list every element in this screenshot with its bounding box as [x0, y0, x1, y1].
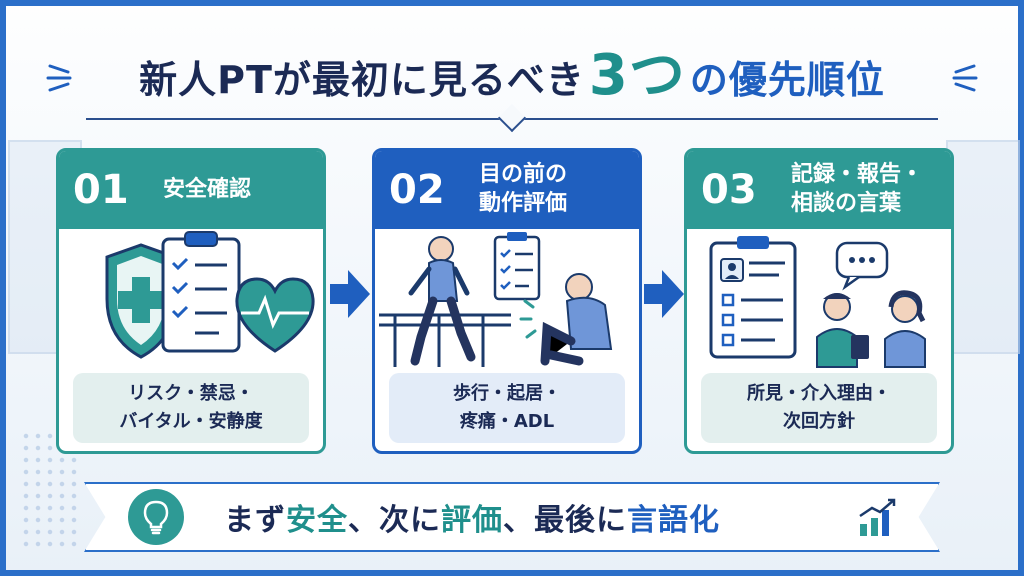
speech-bubble-icon [835, 241, 889, 291]
arrow-right-icon [644, 270, 684, 318]
summary-seg-5: 、最後に [503, 503, 627, 538]
step-1-number: 01 [73, 167, 129, 213]
page-title: 新人PTが最初に見るべき 3つ の優先順位 [0, 36, 1024, 116]
shield-cross-icon [105, 243, 177, 359]
title-part-1: 新人PTが最初に見るべき [139, 57, 585, 102]
step-card-3: 03 記録・報告・ 相談の言葉 所見・ [684, 148, 954, 454]
background-window-right [946, 140, 1020, 354]
summary-seg-1: まず [224, 503, 286, 538]
knee-pain-patient-icon [519, 273, 613, 366]
step-1-header: 01 安全確認 [59, 151, 323, 229]
summary-keyword-safety: 安全 [286, 503, 348, 538]
step-2-items: 歩行・起居・ 疼痛・ADL [389, 373, 625, 443]
step-card-1: 01 安全確認 リスク・禁忌・ バイタル・安静度 [56, 148, 326, 454]
step-card-2: 02 目の前の 動作評価 歩行・起居・ 疼痛・ADL [372, 148, 642, 454]
heart-pulse-icon [235, 277, 315, 353]
sparkle-right-icon [952, 64, 978, 92]
colleague-icon [884, 290, 926, 368]
step-3-label: 記録・報告・ 相談の言葉 [791, 162, 924, 216]
growth-chart-icon [859, 498, 896, 536]
clipboard-icon [493, 232, 541, 301]
therapist-icon [816, 293, 869, 368]
parallel-bars-icon [379, 313, 511, 367]
step-3-items: 所見・介入理由・ 次回方針 [701, 373, 937, 443]
summary-seg-3: 、次に [348, 503, 441, 538]
summary-banner [84, 482, 940, 552]
step-1-label: 安全確認 [163, 176, 252, 202]
patient-record-icon [709, 236, 797, 359]
step-2-label: 目の前の 動作評価 [479, 162, 568, 216]
title-part-3: の優先順位 [689, 57, 885, 102]
sparkle-left-icon [46, 64, 72, 92]
lightbulb-badge [128, 489, 184, 545]
step-2-header: 02 目の前の 動作評価 [375, 151, 639, 229]
step-3-number: 03 [701, 167, 757, 213]
summary-keyword-evaluation: 評価 [441, 503, 503, 538]
summary-text: まず 安全 、次に 評価 、最後に 言語化 [224, 489, 720, 545]
step-2-number: 02 [389, 167, 445, 213]
step-3-header: 03 記録・報告・ 相談の言葉 [687, 151, 951, 229]
step-1-items: リスク・禁忌・ バイタル・安静度 [73, 373, 309, 443]
title-part-2: 3つ [588, 43, 686, 108]
step-2-illustration [379, 232, 613, 367]
walking-patient-icon [408, 236, 476, 366]
step-1-illustration [105, 231, 315, 359]
step-3-illustration [709, 236, 926, 368]
lightbulb-icon [143, 500, 169, 535]
arrow-right-icon [330, 270, 370, 318]
clipboard-checklist-icon [161, 231, 241, 353]
summary-keyword-verbalize: 言語化 [627, 503, 720, 538]
